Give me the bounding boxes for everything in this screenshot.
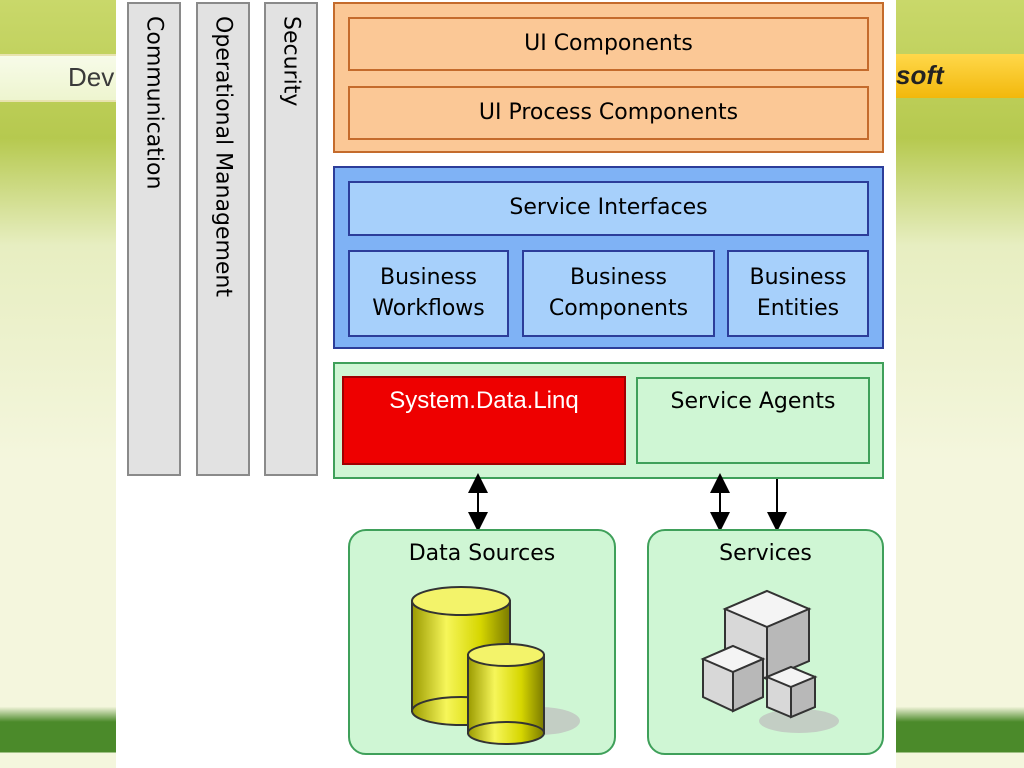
connector-arrows xyxy=(468,473,787,532)
background-banner-right: soft xyxy=(896,54,1024,98)
business-components-box: Business Components xyxy=(522,250,715,337)
pillar-operational-management: Operational Management xyxy=(196,2,250,476)
pillar-label: Security xyxy=(278,16,304,107)
business-entities-label: Business Entities xyxy=(749,264,847,321)
system-data-linq-label: System.Data.Linq xyxy=(389,387,579,414)
database-cylinders-icon xyxy=(411,586,580,745)
pillar-label: Communication xyxy=(141,16,167,190)
ui-components-label: UI Components xyxy=(524,30,693,56)
business-workflows-box: Business Workflows xyxy=(348,250,509,337)
brand-text-left: Dev xyxy=(68,62,115,92)
service-interfaces-box: Service Interfaces xyxy=(348,181,869,236)
service-interfaces-label: Service Interfaces xyxy=(509,195,708,221)
ui-process-components-box: UI Process Components xyxy=(348,86,869,140)
architecture-diagram: Communication Operational Management Sec… xyxy=(116,0,896,768)
brand-text-right: soft xyxy=(896,60,944,90)
data-sources-label: Data Sources xyxy=(408,541,556,566)
pillar-label: Operational Management xyxy=(210,16,236,297)
business-entities-box: Business Entities xyxy=(727,250,869,337)
services-box: Services xyxy=(647,529,884,755)
business-components-label: Business Components xyxy=(548,264,689,321)
ui-process-components-label: UI Process Components xyxy=(478,99,739,125)
business-workflows-label: Business Workflows xyxy=(372,264,485,321)
service-agents-box: Service Agents xyxy=(636,377,870,464)
background-banner-left: Dev xyxy=(0,54,120,102)
service-agents-label: Service Agents xyxy=(670,389,836,414)
ui-components-box: UI Components xyxy=(348,17,869,71)
system-data-linq-box: System.Data.Linq xyxy=(342,376,626,465)
data-sources-box: Data Sources xyxy=(348,529,616,755)
pillar-security: Security xyxy=(264,2,318,476)
pillar-communication: Communication xyxy=(127,2,181,476)
services-label: Services xyxy=(719,541,812,566)
cubes-icon xyxy=(700,589,839,733)
